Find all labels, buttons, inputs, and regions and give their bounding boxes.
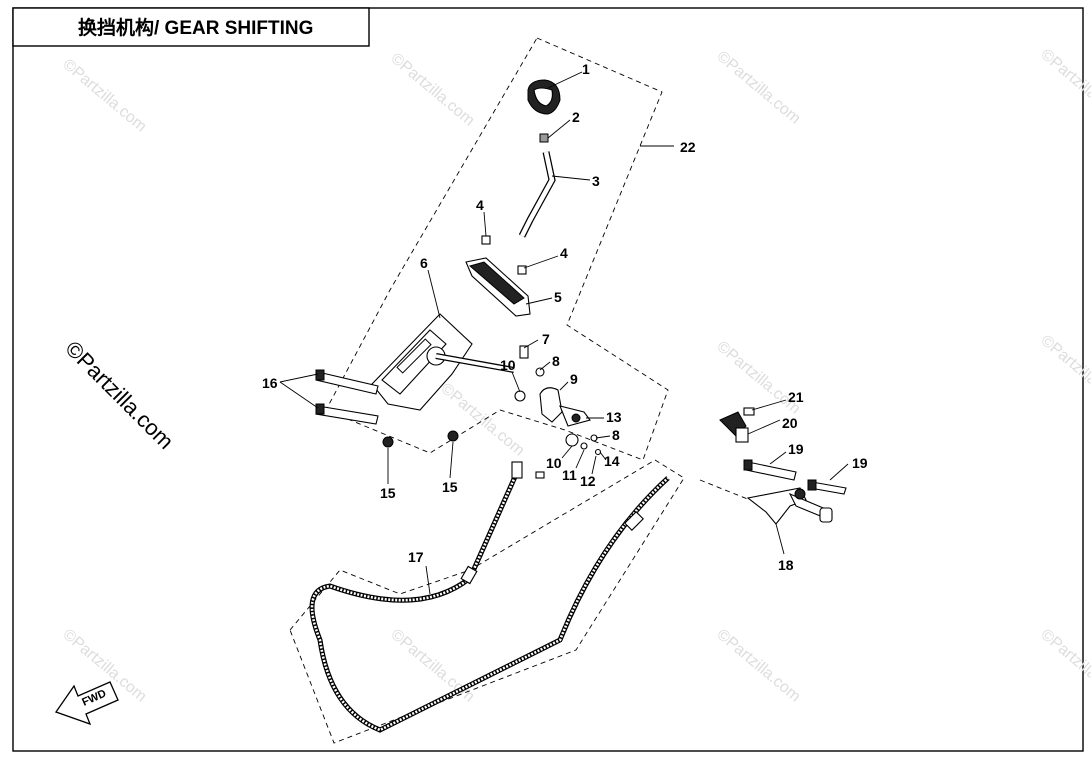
assembly-outline-pedal [699,479,751,501]
callout-1: 1 [582,61,590,77]
callout-18: 18 [778,557,794,573]
mounting-bracket [371,313,515,411]
callout-19: 19 [788,441,804,457]
cable-clip [535,471,545,479]
callout-10b: 10 [546,455,562,471]
callout-21: 21 [788,389,804,405]
nut [447,430,459,442]
callout-12: 12 [580,473,596,489]
bolts-16 [315,369,379,425]
title-box [12,7,370,47]
cable-adjuster [624,511,644,531]
callout-15b: 15 [442,479,458,495]
callout-13: 13 [606,409,622,425]
watermark: ©Partzilla.com [713,48,803,127]
callout-11: 11 [562,467,577,483]
callout-3: 3 [592,173,600,189]
nut [382,436,394,448]
fwd-arrow: FWD [54,681,119,726]
nut [514,390,526,402]
washer [535,367,545,377]
callout-10: 10 [500,357,516,373]
shift-arm [539,387,591,427]
washer [580,442,588,450]
callout-15: 15 [380,485,396,501]
leader-lines [279,71,849,595]
callout-6: 6 [420,255,428,271]
diagram-title: 换挡机构/ GEAR SHIFTING [78,16,313,39]
watermark: ©Partzilla.com [713,338,803,417]
callout-17: 17 [408,549,424,565]
assembly-outline-22 [325,37,669,461]
shift-pedal [719,407,847,525]
pedal-bushing [735,427,749,443]
bolt [481,235,491,245]
watermark: ©Partzilla.com [387,50,477,129]
watermark: ©Partzilla.com [437,380,527,459]
watermark: ©Partzilla.com [59,56,149,135]
diagram-frame [12,7,1084,752]
watermark: ©Partzilla.com [387,626,477,705]
callout-8b: 8 [612,427,620,443]
cable-adjuster [460,565,478,585]
callout-7: 7 [542,331,550,347]
title-block: 换挡机构/ GEAR SHIFTING [12,7,370,47]
bolt [517,265,527,275]
callout-8: 8 [552,353,560,369]
shift-knob [527,79,561,143]
callout-numbers: 1 2 3 4 4 5 6 7 8 9 10 13 8 10 11 12 14 … [262,61,868,573]
cable-end [511,461,523,479]
knob-nut [539,133,549,143]
watermark: ©Partzilla.com [713,626,803,705]
assembly-outline-17 [289,459,685,744]
callout-5: 5 [554,289,562,305]
callout-9: 9 [570,371,578,387]
callout-2: 2 [572,109,580,125]
fwd-arrow-icon [54,681,119,726]
watermark-large: ©Partzilla.com [60,336,178,454]
callout-19b: 19 [852,455,868,471]
pedal-bolt [745,461,797,481]
callout-4b: 4 [560,245,568,261]
pedal-bolt-small [743,407,755,416]
callout-20: 20 [782,415,798,431]
shift-cable [309,461,670,733]
nut [565,433,579,447]
callout-4: 4 [476,197,484,213]
bracket-plate-face [468,261,525,305]
clip [594,448,602,456]
callout-14: 14 [604,453,620,469]
callout-22: 22 [680,139,696,155]
callout-16: 16 [262,375,278,391]
bolt [519,345,529,359]
